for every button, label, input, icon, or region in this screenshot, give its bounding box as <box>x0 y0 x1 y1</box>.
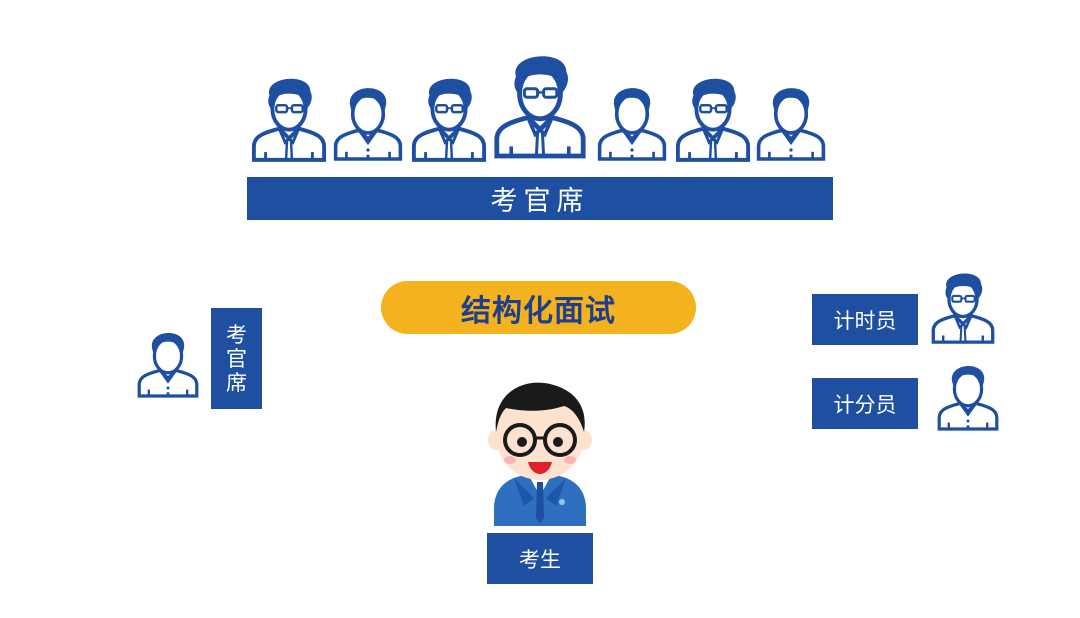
examiner-icon-7 <box>756 86 826 161</box>
candidate-label: 考生 <box>487 533 593 584</box>
side-examiner-label: 考 官 席 <box>211 308 262 409</box>
side-examiner-icon <box>137 331 199 398</box>
examiner-icon-6 <box>675 76 751 162</box>
examiner-icon-3 <box>411 76 487 162</box>
examiner-icon-5 <box>597 86 667 161</box>
scorekeeper-label: 计分员 <box>812 378 918 429</box>
side-label-char-1: 考 <box>226 322 247 347</box>
examiner-panel-label: 考官席 <box>247 177 833 220</box>
examiner-icon-lead <box>492 42 588 162</box>
timekeeper-label: 计时员 <box>812 294 918 345</box>
side-label-char-2: 官 <box>226 346 247 371</box>
examiner-icon-2 <box>333 86 403 161</box>
candidate-avatar-icon <box>488 382 592 526</box>
side-label-char-3: 席 <box>226 370 247 395</box>
timekeeper-icon <box>931 271 995 344</box>
diagram-title: 结构化面试 <box>381 281 696 334</box>
examiner-icon-1 <box>251 76 327 162</box>
scorekeeper-icon <box>937 364 999 431</box>
